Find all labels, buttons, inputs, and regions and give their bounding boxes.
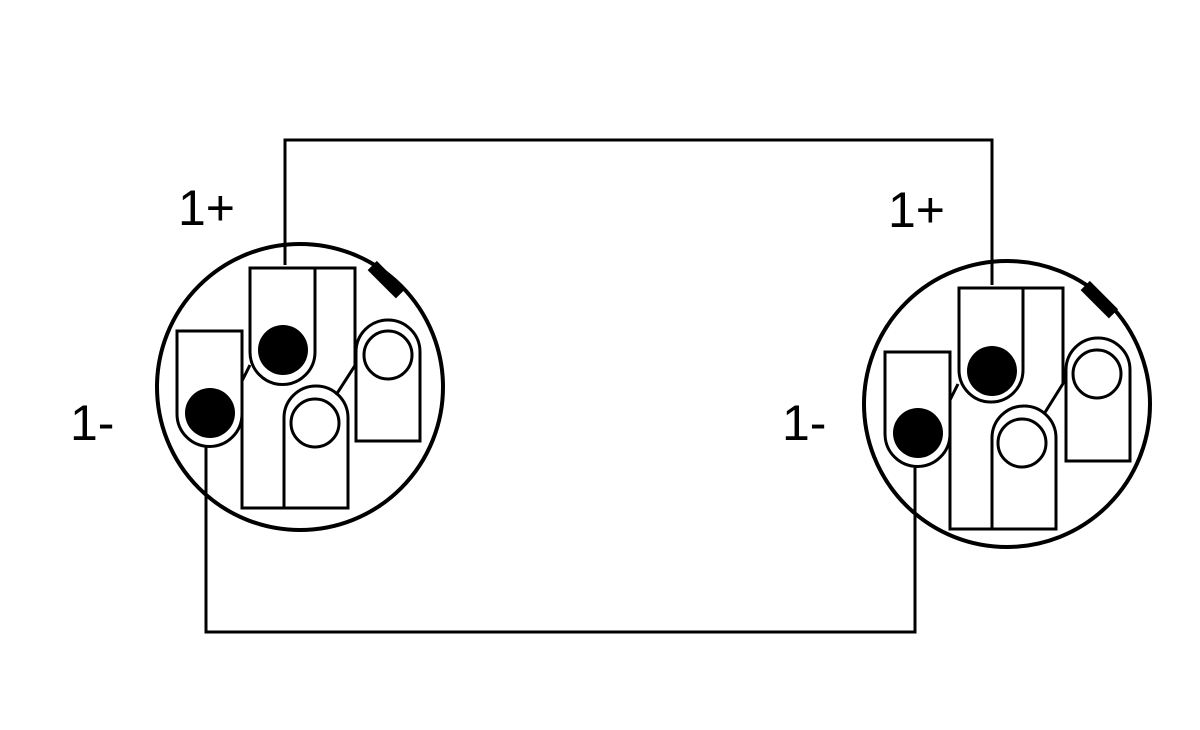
right-connector: 1+ 1-: [782, 182, 1152, 549]
pin-2minus: [996, 417, 1048, 469]
pin-2minus: [289, 397, 341, 449]
wire-negative: [204, 442, 917, 634]
left-connector: 1+ 1-: [70, 180, 445, 532]
pin-1minus: [185, 388, 235, 438]
left-label-plus: 1+: [178, 180, 235, 236]
pin-1plus: [258, 325, 308, 375]
pin-1minus: [893, 408, 943, 458]
pin-2plus: [362, 329, 414, 381]
pin-2plus: [1071, 348, 1123, 400]
right-label-plus: 1+: [888, 182, 945, 238]
pin-1plus: [967, 346, 1017, 396]
right-label-minus: 1-: [782, 395, 826, 451]
left-label-minus: 1-: [70, 395, 114, 451]
wire-positive: [283, 138, 994, 285]
